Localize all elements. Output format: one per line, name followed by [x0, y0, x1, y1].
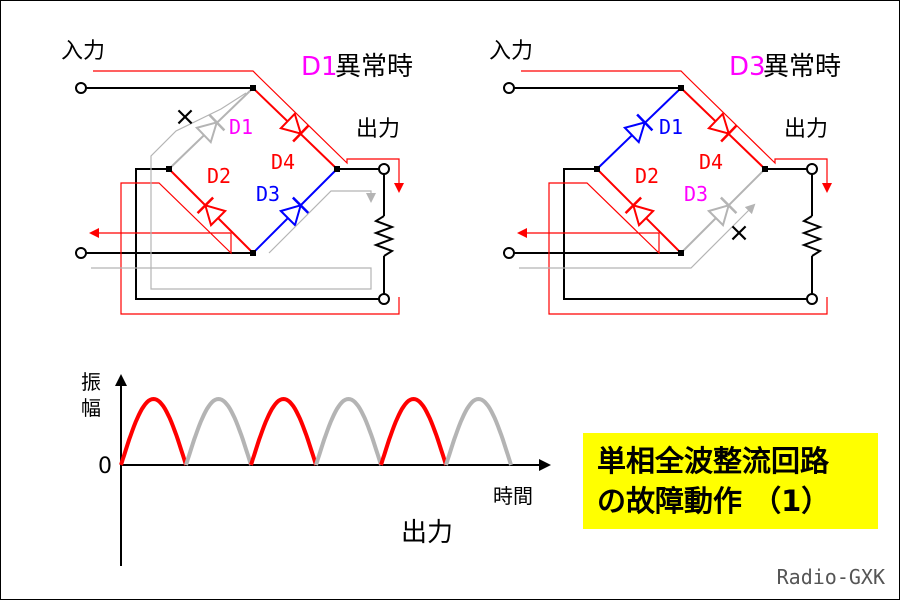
right-label-d1: D1 — [659, 115, 683, 139]
left-input-terminal-bottom — [75, 247, 87, 259]
left-output-label: 出力 — [356, 117, 400, 142]
pulse-4-missing — [314, 396, 383, 466]
y-axis-label-line2: 幅 — [81, 396, 101, 420]
left-title-part1: D1 — [301, 52, 338, 82]
zero-label: 0 — [98, 454, 112, 479]
pulse-group — [119, 396, 513, 466]
right-current-path-active — [521, 70, 832, 193]
right-node-bottom — [678, 250, 684, 256]
pulse-1-output — [119, 396, 188, 466]
left-node-top — [250, 85, 256, 91]
right-current-path-blocked — [519, 203, 756, 269]
waveform-caption: 出力 — [401, 518, 453, 548]
right-label-d4: D4 — [699, 150, 723, 174]
pulse-3-output — [249, 396, 318, 466]
left-wire-return — [135, 168, 379, 300]
x-axis-label: 時間 — [493, 484, 533, 508]
right-label-d3: D3 — [684, 182, 708, 206]
left-node-bottom — [250, 250, 256, 256]
left-label-d1: D1 — [229, 115, 253, 139]
title-line-1: 単相全波整流回路 — [597, 444, 830, 478]
left-input-label: 入力 — [61, 39, 105, 64]
right-label-d2: D2 — [635, 164, 659, 188]
waveform-plot: 振 幅 0 時間 出力 — [81, 370, 551, 566]
pulse-2-missing — [184, 396, 253, 466]
right-input-label: 入力 — [489, 39, 533, 64]
right-fault-mark: × — [728, 218, 750, 248]
left-current-path-active — [93, 70, 404, 193]
title-line-2: の故障動作 （1） — [597, 484, 831, 518]
left-current-path-blocked — [91, 92, 372, 290]
left-title-part2: 異常時 — [335, 52, 413, 82]
right-diode-d1 — [622, 113, 654, 145]
right-title-part2: 異常時 — [763, 52, 841, 82]
left-label-d2: D2 — [207, 164, 231, 188]
right-output-label: 出力 — [784, 117, 828, 142]
left-output-terminal-top — [378, 163, 390, 175]
left-diode-d1 — [194, 113, 226, 145]
left-circuit: × 入力 出力 D1 異常時 D1 D2 D3 D4 — [61, 39, 413, 315]
right-node-top — [678, 85, 684, 91]
right-diode-d3 — [706, 196, 738, 228]
title-box: 単相全波整流回路 の故障動作 （1） — [583, 433, 878, 529]
left-current-path-blocked-2 — [268, 190, 376, 254]
right-wire-return — [563, 168, 807, 300]
right-input-terminal-bottom — [503, 247, 515, 259]
left-input-terminal-top — [75, 82, 87, 94]
left-resistor — [373, 215, 395, 257]
right-current-path-return — [517, 182, 828, 315]
left-fault-mark: × — [174, 102, 196, 132]
left-label-d4: D4 — [271, 150, 295, 174]
left-diode-d3 — [278, 196, 310, 228]
right-input-terminal-top — [503, 82, 515, 94]
left-diode-d4 — [278, 111, 310, 143]
right-diode-d2 — [624, 196, 656, 228]
left-current-path-return — [89, 182, 400, 315]
right-circuit: × 入力 出力 D3 異常時 D1 D2 D3 D4 — [489, 39, 841, 315]
y-axis-label-line1: 振 — [81, 370, 101, 394]
left-output-terminal-bottom — [378, 293, 390, 305]
pulse-6-missing — [444, 396, 513, 466]
left-label-d3: D3 — [256, 182, 280, 206]
right-output-terminal-bottom — [806, 293, 818, 305]
pulse-5-output — [379, 396, 448, 466]
right-diode-d4 — [706, 111, 738, 143]
right-resistor — [801, 215, 823, 257]
left-diode-d2 — [196, 196, 228, 228]
credit-label: Radio-GXK — [776, 565, 885, 589]
right-output-terminal-top — [806, 163, 818, 175]
right-title-part1: D3 — [729, 52, 766, 82]
